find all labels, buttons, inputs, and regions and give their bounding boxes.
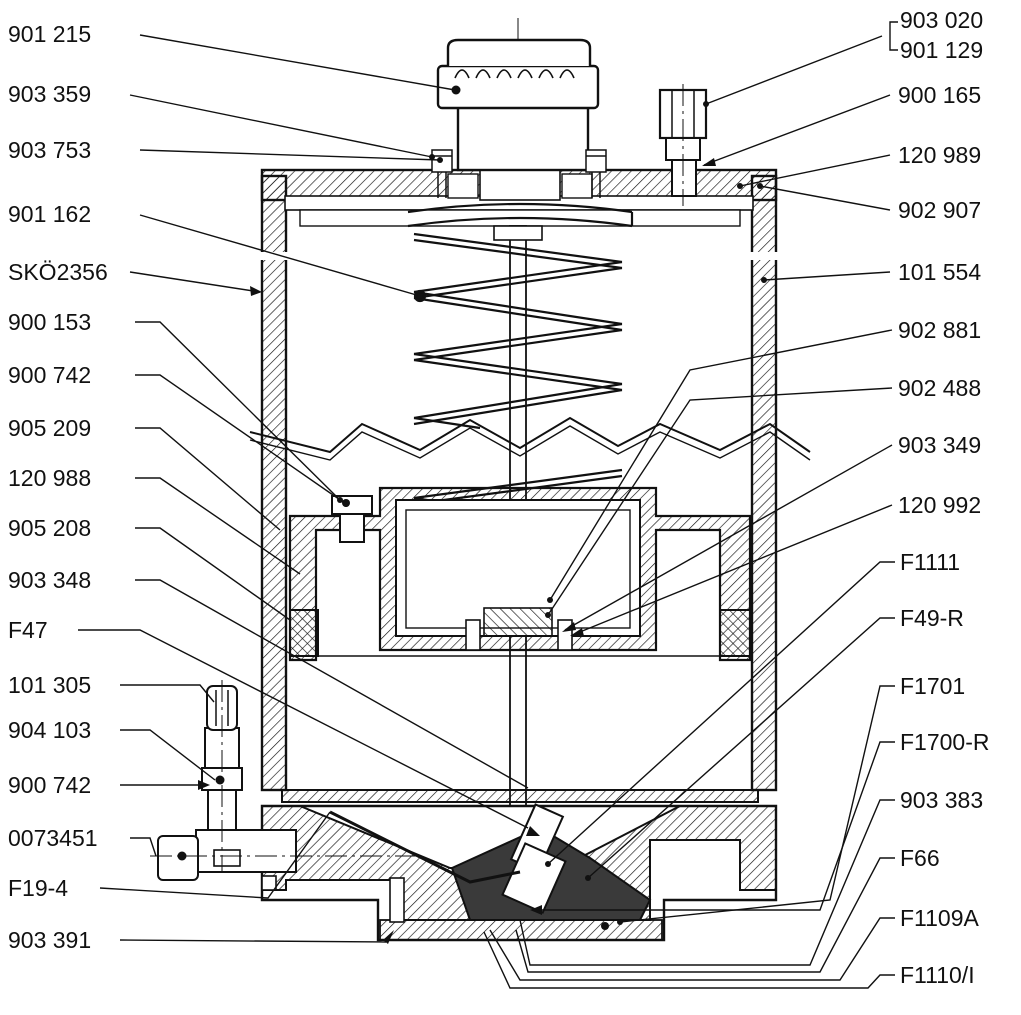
label-905-209: 905 209 [8, 415, 91, 441]
label-901-129: 901 129 [900, 37, 983, 63]
label-120-988: 120 988 [8, 465, 91, 491]
label-902-907: 902 907 [898, 197, 981, 223]
filler-fitting [658, 84, 708, 206]
cylinder-wall-right [750, 174, 778, 792]
label-903-391: 903 391 [8, 927, 91, 953]
label-903-348: 903 348 [8, 567, 91, 593]
label-f1111: F1111 [900, 549, 960, 575]
label-f19-4: F19-4 [8, 875, 68, 901]
label-903-349: 903 349 [898, 432, 981, 458]
label-902-881: 902 881 [898, 317, 981, 343]
label-f1110-i: F1110/I [900, 962, 975, 988]
leader-lines [78, 21, 898, 989]
label-900-153: 900 153 [8, 309, 91, 335]
label-901-215: 901 215 [8, 21, 91, 47]
label-f47: F47 [8, 617, 48, 643]
callout-labels-left: 901 215 903 359 903 753 901 162 SKÖ2356 … [8, 21, 108, 953]
label-901-162: 901 162 [8, 201, 91, 227]
label-902-488: 902 488 [898, 375, 981, 401]
label-f49-r: F49-R [900, 605, 964, 631]
label-f66: F66 [900, 845, 940, 871]
label-904-103: 904 103 [8, 717, 91, 743]
label-900-165: 900 165 [898, 82, 981, 108]
label-900-742-a: 900 742 [8, 362, 91, 388]
pump-base [260, 789, 778, 942]
break-line [249, 416, 811, 454]
label-120-992: 120 992 [898, 492, 981, 518]
label-903-359: 903 359 [8, 81, 91, 107]
label-903-020: 903 020 [900, 7, 983, 33]
label-101-305: 101 305 [8, 672, 91, 698]
label-900-742-b: 900 742 [8, 772, 91, 798]
label-sko2356: SKÖ2356 [8, 259, 108, 285]
label-905-208: 905 208 [8, 515, 91, 541]
drawing-body [150, 18, 811, 942]
outlet-fitting [150, 680, 420, 881]
label-f1109a: F1109A [900, 905, 980, 931]
label-f1700-r: F1700-R [900, 729, 989, 755]
label-120-989: 120 989 [898, 142, 981, 168]
motor-housing [431, 38, 607, 198]
label-0073451: 0073451 [8, 825, 98, 851]
follower-plate [288, 486, 752, 662]
callout-labels-right: 903 020 901 129 900 165 120 989 902 907 … [898, 7, 989, 988]
label-101-554: 101 554 [898, 259, 981, 285]
label-903-383: 903 383 [900, 787, 983, 813]
spring [407, 202, 634, 430]
label-903-753: 903 753 [8, 137, 91, 163]
label-f1701: F1701 [900, 673, 965, 699]
